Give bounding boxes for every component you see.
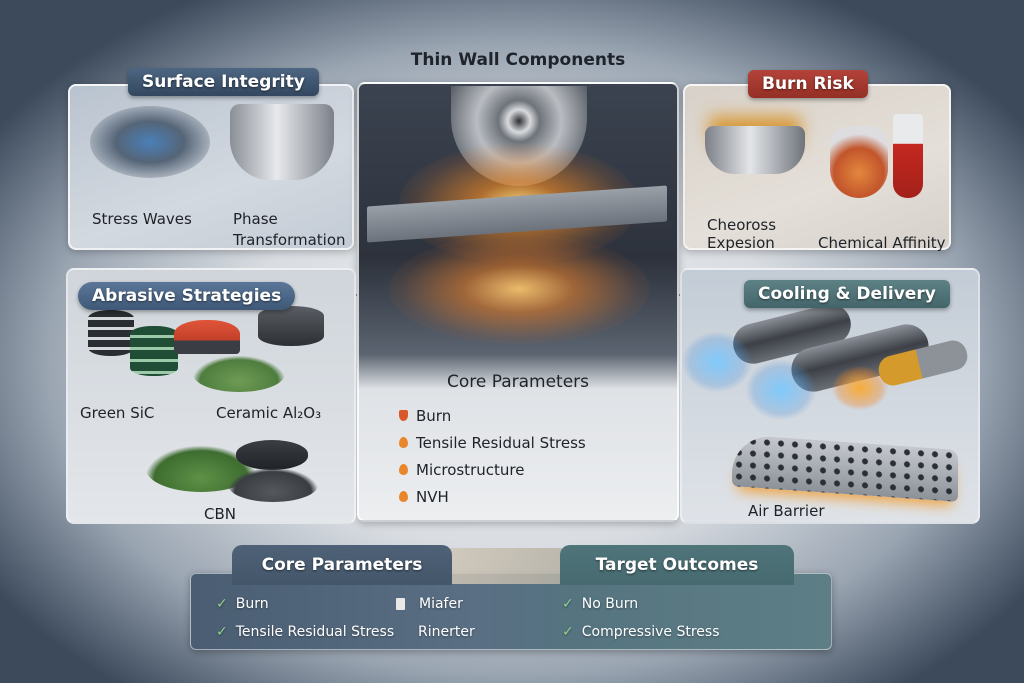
burn-risk-panel: Cheoross Expesion Chemical Affinity	[683, 84, 951, 252]
core-item-tensile: ✓Tensile Residual Stress	[216, 624, 395, 640]
core-parameter-item: NVH	[399, 483, 586, 510]
thin-wall-components-panel: Core Parameters Burn Tensile Residual St…	[357, 82, 679, 522]
mid-item-miafer: Miafer	[396, 596, 463, 612]
cbn-black-pile	[228, 468, 318, 502]
transformation-label: Transformation	[233, 231, 346, 249]
flame-drop-icon	[399, 437, 408, 448]
surface-integrity-heading: Surface Integrity	[128, 68, 319, 96]
mid-item-rinerter: Rinerter	[418, 624, 475, 640]
flame-drop-icon	[399, 464, 408, 475]
flask-icon	[830, 126, 888, 198]
core-parameter-item: Microstructure	[399, 456, 586, 483]
lower-spark-burst-icon	[389, 234, 649, 344]
page-title: Thin Wall Components	[410, 50, 626, 70]
core-parameters-list: Burn Tensile Residual Stress Microstruct…	[399, 402, 586, 510]
cheoross-expesion-illustration	[705, 126, 805, 174]
target-item-no-burn: ✓No Burn	[562, 596, 639, 612]
core-parameters-heading: Core Parameters	[446, 372, 590, 392]
expesion-label: Expesion	[707, 234, 775, 252]
check-icon: ✓	[216, 596, 228, 612]
green-sic-label: Green SiC	[80, 404, 155, 422]
green-grit-pile	[193, 356, 285, 392]
check-icon: ✓	[562, 624, 574, 640]
air-barrier-label: Air Barrier	[748, 502, 825, 520]
document-icon	[396, 598, 405, 610]
target-item-compressive-stress: ✓Compressive Stress	[562, 624, 720, 640]
cooling-delivery-heading: Cooling & Delivery	[744, 280, 950, 308]
ceramic-al2o3-label: Ceramic Al₂O₃	[216, 404, 322, 422]
ceramic-red-wheel-icon	[174, 320, 240, 354]
coolant-spray-icon	[682, 332, 752, 392]
phase-transformation-illustration	[230, 104, 334, 180]
surface-integrity-panel: Stress Waves Phase Transformation	[68, 84, 354, 250]
cheoross-label: Cheoross	[707, 216, 777, 234]
coolant-spray-icon	[746, 360, 816, 420]
check-icon: ✓	[562, 596, 574, 612]
green-sic-wheel-icon	[130, 326, 178, 376]
spark-spray-icon	[832, 366, 888, 410]
core-parameters-tab: Core Parameters	[232, 545, 452, 585]
phase-label: Phase	[233, 210, 278, 228]
cooling-delivery-panel: Air Barrier	[680, 268, 980, 524]
check-icon: ✓	[216, 624, 228, 640]
flame-drop-icon	[399, 491, 408, 502]
striped-wheel-icon	[88, 310, 134, 356]
burn-risk-heading: Burn Risk	[748, 70, 868, 98]
heat-drop-icon	[399, 410, 408, 421]
core-item-burn: ✓Burn	[216, 596, 269, 612]
core-parameter-item: Burn	[399, 402, 586, 429]
test-tube-icon	[893, 114, 923, 198]
stress-waves-illustration	[90, 106, 210, 178]
cbn-black-disc	[236, 440, 308, 470]
gauge-panel-decoration	[450, 548, 562, 584]
dark-wheel-icon	[258, 306, 324, 346]
chemical-affinity-label: Chemical Affinity	[818, 234, 946, 252]
stress-waves-label: Stress Waves	[92, 210, 192, 228]
target-outcomes-tab: Target Outcomes	[560, 545, 794, 585]
abrasive-strategies-heading: Abrasive Strategies	[78, 282, 296, 310]
abrasive-strategies-panel: Green SiC Ceramic Al₂O₃ CBN	[66, 268, 356, 524]
core-parameter-item: Tensile Residual Stress	[399, 429, 586, 456]
air-barrier-icon	[732, 434, 958, 502]
cbn-label: CBN	[204, 505, 236, 523]
